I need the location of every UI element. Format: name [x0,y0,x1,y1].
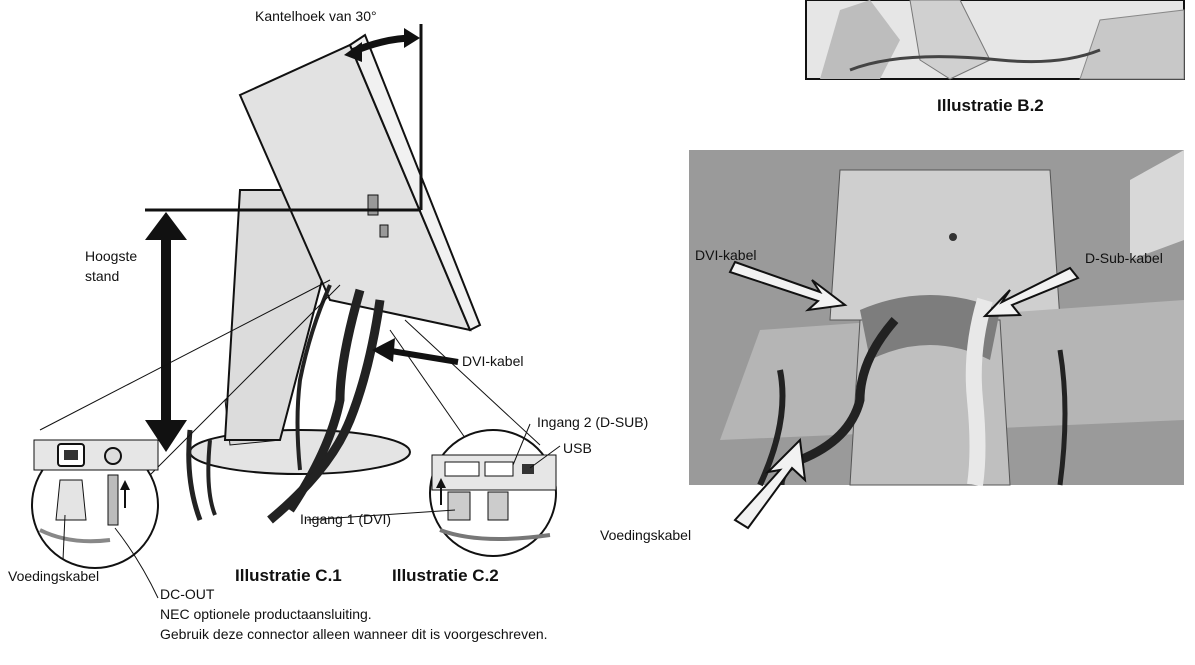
monitor-side-view [189,35,480,520]
dvi-cable-label-left: DVI-kabel [462,353,523,370]
right-photo-cable-management [689,150,1184,528]
note-line-2: Gebruik deze connector alleen wanneer di… [160,624,548,644]
caption-c1: Illustratie C.1 [235,566,342,586]
input-2-label: Ingang 2 (D-SUB) [537,414,648,431]
dsub-cable-label: D-Sub-kabel [1085,250,1163,267]
dvi-cable-label-right: DVI-kabel [695,247,756,264]
dc-out-label: DC-OUT [160,586,214,603]
dvi-cable-pointer [372,338,458,362]
input-1-label: Ingang 1 (DVI) [300,511,391,528]
power-connector-detail [32,440,158,568]
note-line-1: NEC optionele productaansluiting. [160,604,548,624]
dc-out-note: NEC optionele productaansluiting. Gebrui… [160,604,548,644]
usb-label: USB [563,440,592,457]
input-connectors-detail [430,430,556,556]
top-photo-fragment [806,0,1184,79]
tilt-angle-label: Kantelhoek van 30° [255,8,377,25]
caption-b2: Illustratie B.2 [937,96,1044,116]
power-cable-label-left: Voedingskabel [8,568,99,585]
height-label-line1: Hoogste [85,248,137,265]
height-label-line2: stand [85,268,119,285]
power-cable-label-right: Voedingskabel [600,527,691,544]
caption-c2: Illustratie C.2 [392,566,499,586]
